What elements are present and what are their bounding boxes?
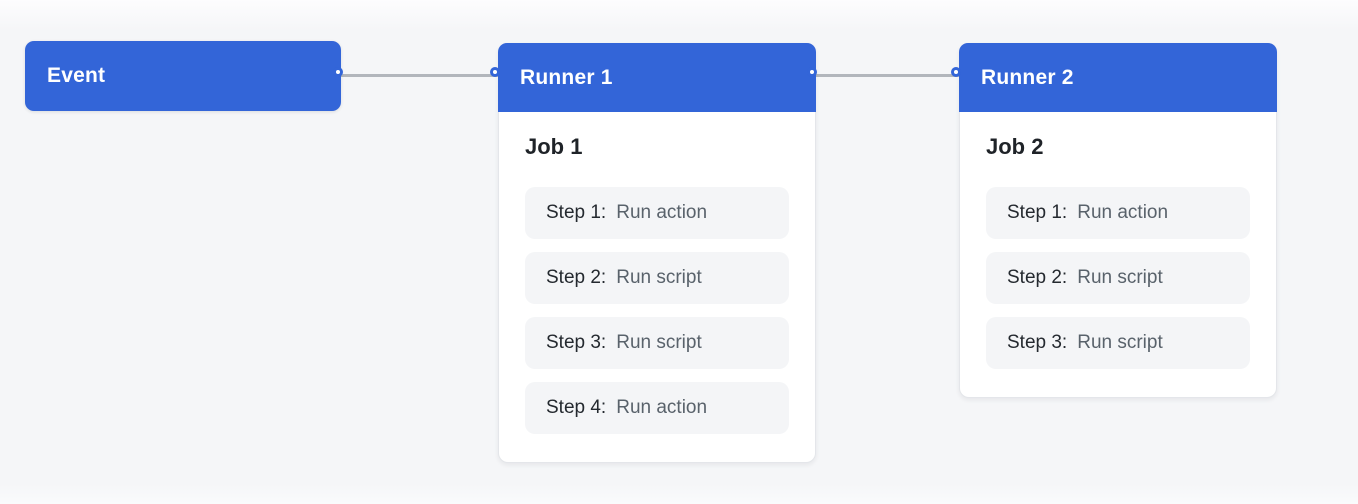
event-node: Event [25, 41, 341, 111]
runner2-header: Runner 2 [959, 43, 1277, 112]
step-label: Step 2: [1007, 267, 1068, 288]
job1-steps-list: Step 1: Run action Step 2: Run script St… [525, 187, 789, 434]
step-value: Run script [616, 332, 702, 353]
runner1-output-port-dot [807, 67, 817, 77]
job2-step-1: Step 1: Run action [986, 187, 1250, 239]
step-value: Run script [1077, 332, 1163, 353]
step-value: Run script [1077, 267, 1163, 288]
runner1-header: Runner 1 [498, 43, 816, 112]
job2-step-2: Step 2: Run script [986, 252, 1250, 304]
runner1-body: Job 1 Step 1: Run action Step 2: Run scr… [499, 112, 815, 462]
job2-step-3: Step 3: Run script [986, 317, 1250, 369]
step-value: Run action [1077, 202, 1169, 223]
job2-title: Job 2 [986, 134, 1044, 159]
event-output-port-dot [333, 67, 343, 77]
step-value: Run action [616, 397, 708, 418]
event-node-label: Event [47, 64, 106, 87]
step-label: Step 4: [546, 397, 607, 418]
runner2-body: Job 2 Step 1: Run action Step 2: Run scr… [960, 112, 1276, 397]
step-value: Run action [616, 202, 708, 223]
job1-step-4: Step 4: Run action [525, 382, 789, 434]
runner1-title: Runner 1 [520, 65, 613, 89]
step-label: Step 2: [546, 267, 607, 288]
runner1-input-port-dot [490, 67, 500, 77]
job2-steps-list: Step 1: Run action Step 2: Run script St… [986, 187, 1250, 369]
step-label: Step 1: [546, 202, 607, 223]
step-value: Run script [616, 267, 702, 288]
job1-title: Job 1 [525, 134, 583, 159]
runner2-input-port-dot [951, 67, 961, 77]
job1-step-3: Step 3: Run script [525, 317, 789, 369]
job1-step-1: Step 1: Run action [525, 187, 789, 239]
step-label: Step 3: [546, 332, 607, 353]
runner1-card: Runner 1 Job 1 Step 1: Run action Step 2… [498, 43, 816, 463]
step-label: Step 3: [1007, 332, 1068, 353]
runner2-title: Runner 2 [981, 65, 1074, 89]
connector-line-runner1-runner2 [815, 74, 959, 77]
connector-line-event-runner1 [341, 74, 498, 77]
runner2-card: Runner 2 Job 2 Step 1: Run action Step 2… [959, 43, 1277, 398]
step-label: Step 1: [1007, 202, 1068, 223]
job1-step-2: Step 2: Run script [525, 252, 789, 304]
